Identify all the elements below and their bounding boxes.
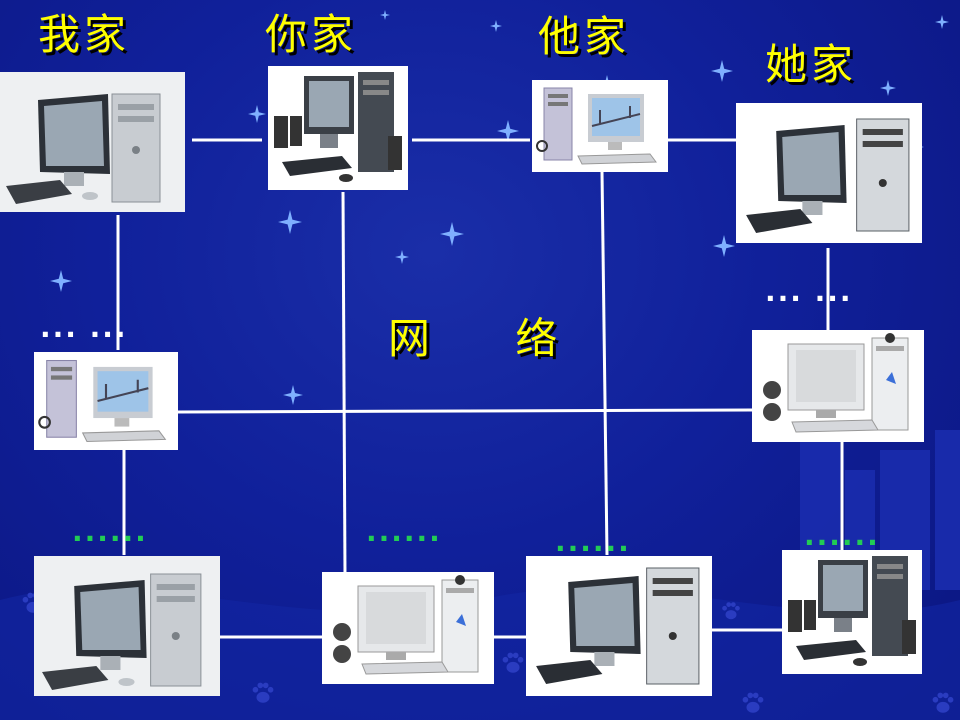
computer-icon — [752, 330, 924, 442]
computer-image-bottom-2 — [322, 572, 494, 684]
ellipsis-bottom-1: ...... — [72, 515, 148, 548]
computer-image-his-home — [532, 80, 668, 172]
ellipsis-bottom-3: ...... — [555, 525, 631, 558]
label-his-home: 他家 — [538, 12, 631, 61]
computer-image-my-home — [0, 72, 185, 212]
computer-image-your-home — [268, 66, 408, 190]
computer-icon — [532, 80, 668, 172]
label-her-home: 她家 — [765, 40, 858, 89]
computer-icon — [736, 103, 922, 243]
computer-icon — [34, 352, 178, 450]
link-line — [600, 171, 609, 556]
label-my-home: 我家 — [38, 10, 131, 59]
ellipsis-bottom-4: ...... — [804, 519, 880, 552]
ellipsis-bottom-2: ...... — [366, 515, 442, 548]
ellipsis-right: ... ... — [765, 275, 853, 308]
computer-icon — [782, 550, 922, 674]
ellipsis-left: ... ... — [40, 311, 128, 344]
computer-icon — [34, 556, 220, 696]
computer-image-right-mid — [752, 330, 924, 442]
computer-image-her-home — [736, 103, 922, 243]
computer-image-bottom-1 — [34, 556, 220, 696]
computer-image-left-mid — [34, 352, 178, 450]
computer-icon — [322, 572, 494, 684]
label-your-home: 你家 — [265, 10, 358, 59]
computer-image-bottom-3 — [526, 556, 712, 696]
computer-icon — [0, 72, 185, 212]
label-network: 网 络 — [388, 314, 564, 363]
link-line — [177, 408, 753, 414]
computer-icon — [526, 556, 712, 696]
link-line — [341, 191, 347, 576]
computer-image-bottom-4 — [782, 550, 922, 674]
computer-icon — [268, 66, 408, 190]
